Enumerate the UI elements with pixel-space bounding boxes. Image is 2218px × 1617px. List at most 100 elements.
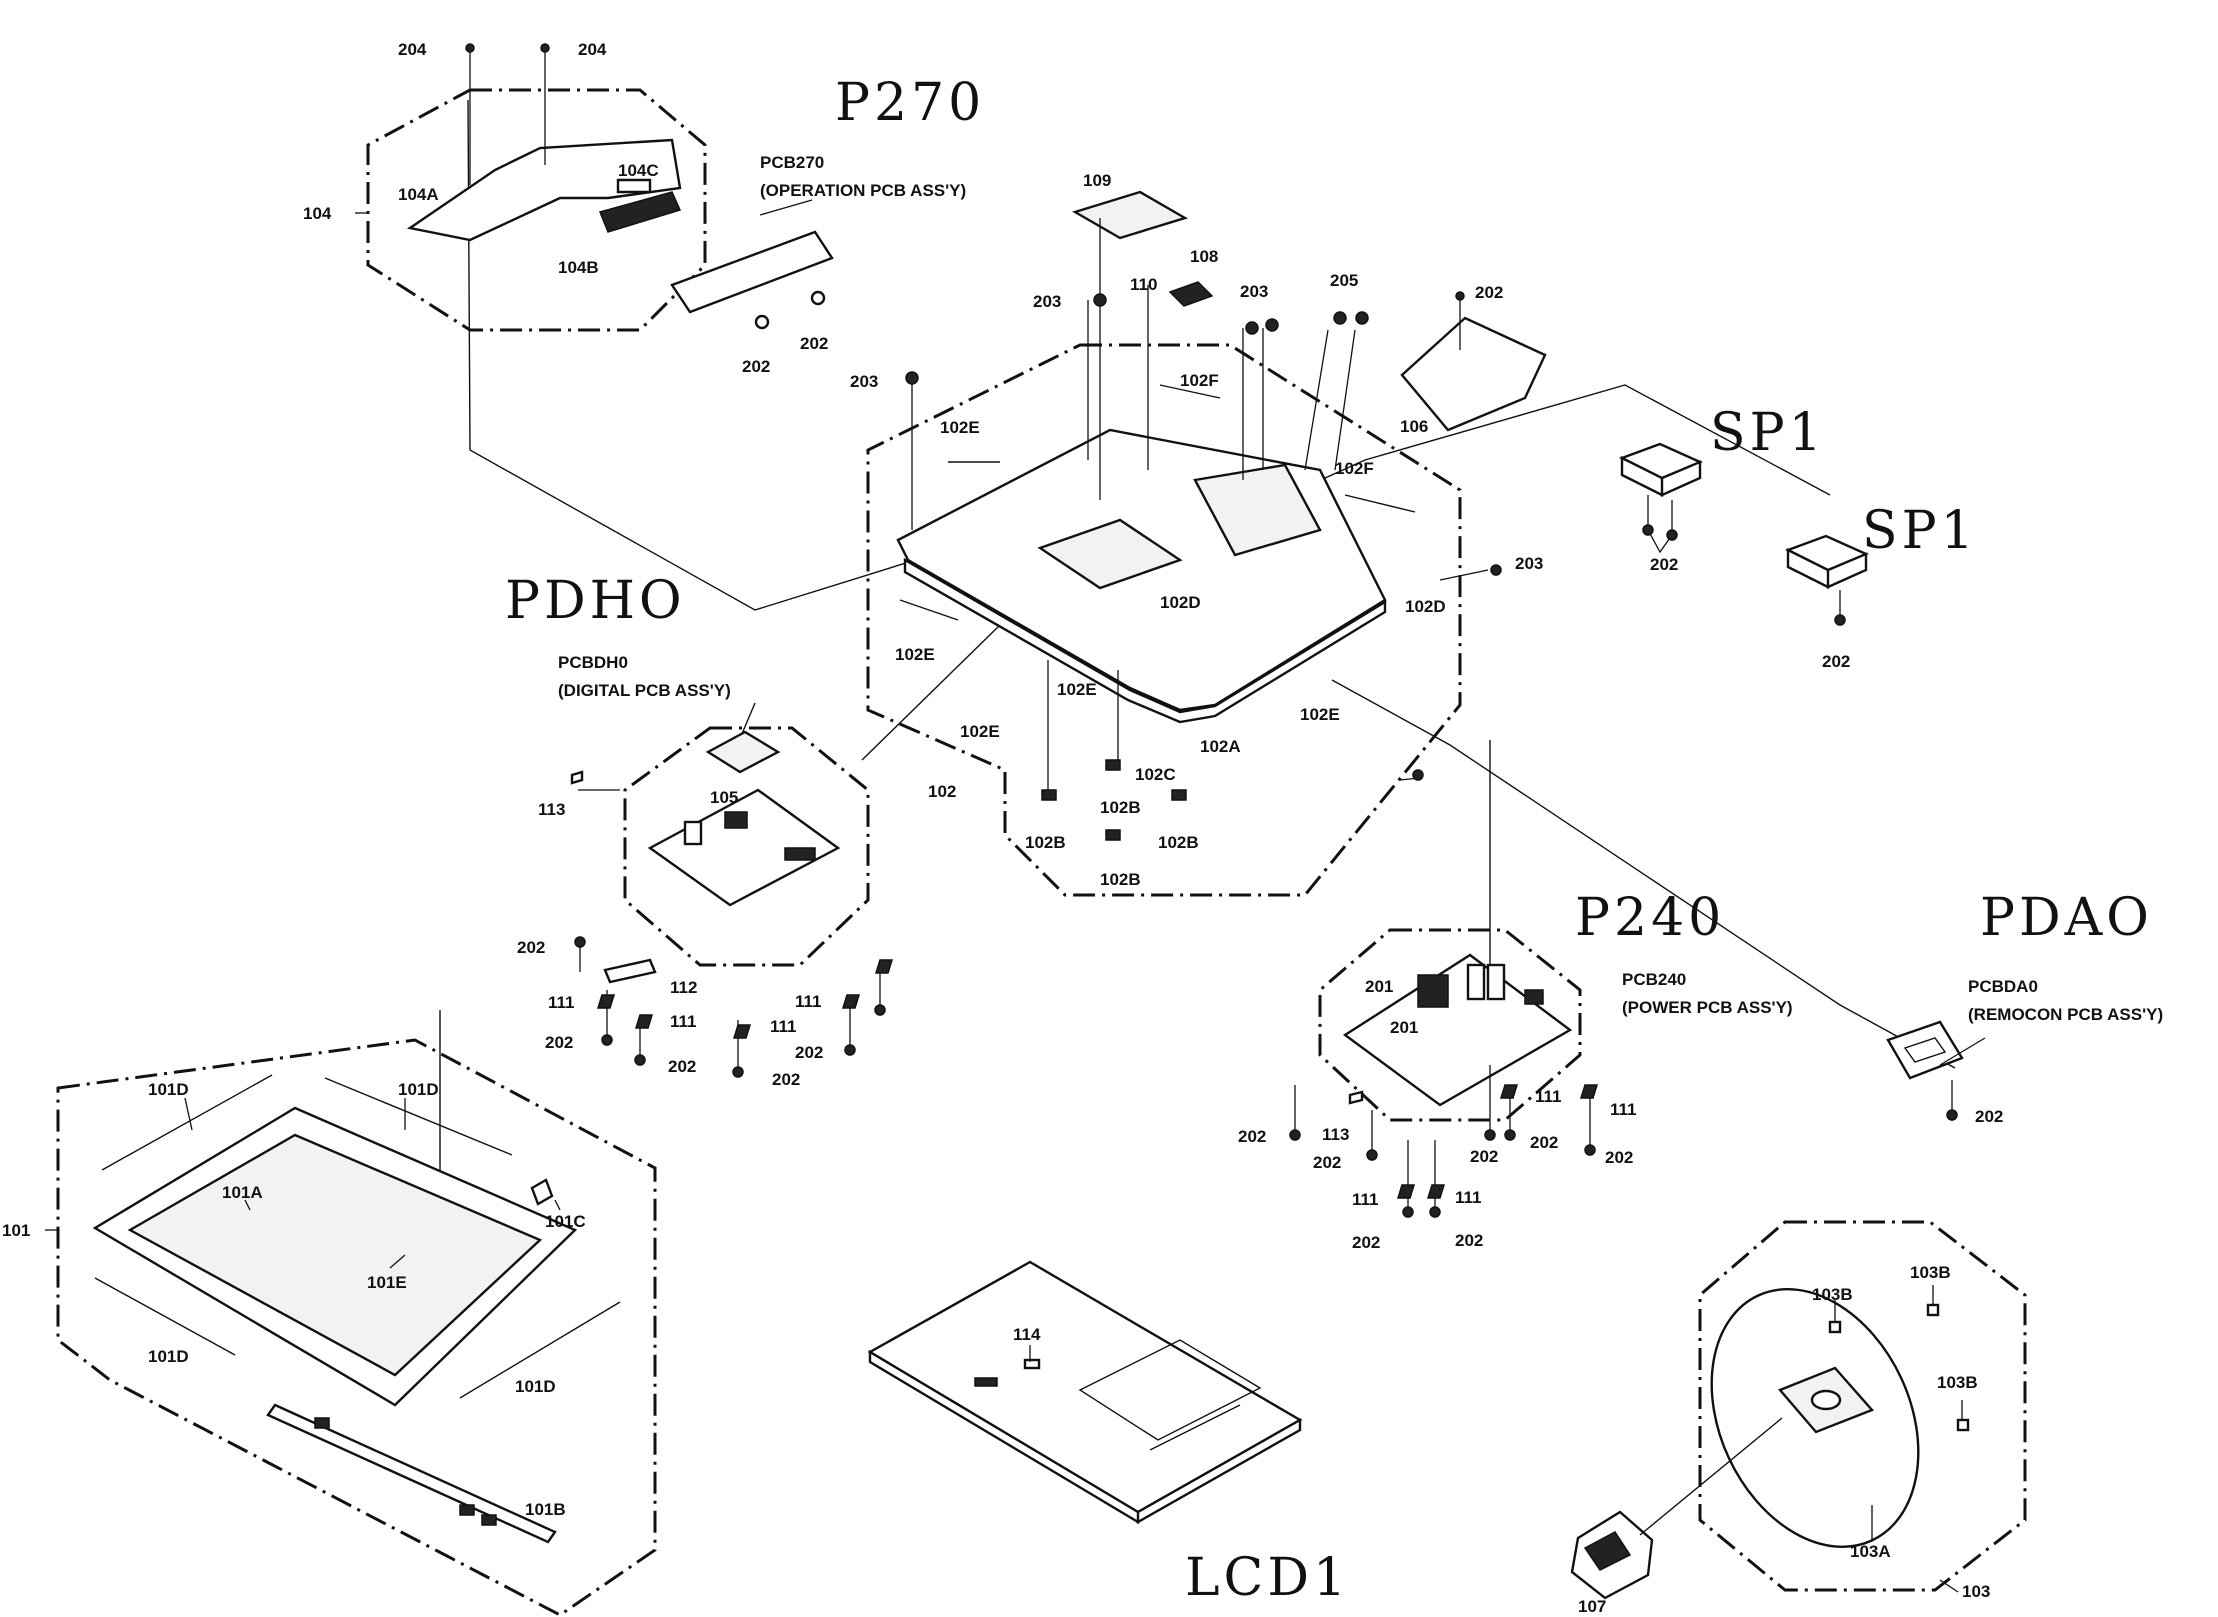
group-label-pda0: PDAO — [1980, 888, 2153, 948]
callout-202-sp1-b: 202 — [1822, 652, 1850, 671]
callout-103b-top: 103B — [1910, 1263, 1951, 1282]
callout-102e-left: 102E — [895, 645, 935, 664]
part-113-clip — [570, 770, 584, 785]
part-101c-hinge — [530, 1178, 554, 1206]
callout-111-p240-d: 111 — [1455, 1188, 1482, 1207]
group-label-lcd1: LCD1 — [1185, 1548, 1350, 1608]
speaker-sp1-a — [1618, 442, 1704, 497]
callout-111-p240-c: 111 — [1352, 1190, 1379, 1209]
group-label-pdh0: PDHO — [505, 571, 686, 631]
callout-111-pdh0-c: 111 — [770, 1017, 797, 1036]
group-p240 — [1289, 928, 1599, 1218]
callout-101e: 101E — [367, 1273, 407, 1292]
callout-102e-right: 102E — [1300, 705, 1340, 724]
callout-202-pdh0-d: 202 — [772, 1070, 800, 1089]
callout-202-p240-e: 202 — [1605, 1148, 1633, 1167]
callout-201-bottom: 201 — [1390, 1018, 1418, 1037]
cabinet-vent-panel — [1037, 518, 1183, 590]
callout-101d-top-right: 101D — [398, 1080, 439, 1099]
callout-202-p240-d: 202 — [1530, 1133, 1558, 1152]
callout-102b-bottom: 102B — [1100, 870, 1141, 889]
callout-107: 107 — [1578, 1597, 1606, 1616]
callout-202-p270-left: 202 — [742, 357, 770, 376]
group-101-front-cabinet — [45, 1038, 657, 1617]
callout-203-pair: 203 — [1240, 282, 1268, 301]
callout-109: 109 — [1083, 171, 1111, 190]
callout-104a: 104A — [398, 185, 439, 204]
callout-202-p270-right: 202 — [800, 334, 828, 353]
callout-103: 103 — [1962, 1582, 1990, 1601]
callout-203-left: 203 — [850, 372, 878, 391]
callout-101d-bottom-left: 101D — [148, 1347, 189, 1366]
callout-202-pdh0-c: 202 — [668, 1057, 696, 1076]
pcb270-board — [670, 230, 834, 314]
part-101b-strip — [266, 1403, 557, 1544]
part-112-bracket — [603, 958, 657, 984]
group-102-rear-cabinet — [866, 190, 1547, 897]
callout-205: 205 — [1330, 271, 1358, 290]
cabinet-terminal-area — [1193, 463, 1322, 557]
group-103-stand — [1570, 1220, 2027, 1600]
callout-102d-right: 102D — [1405, 597, 1446, 616]
pcbdh0-name-label: (DIGITAL PCB ASS'Y) — [558, 681, 731, 700]
cabinet-rim — [903, 557, 1387, 724]
pcbdh0-code-label: PCBDH0 — [558, 653, 628, 672]
part-104c-label — [616, 178, 652, 194]
callout-204-left: 204 — [398, 40, 427, 59]
callout-202-p240-c: 202 — [1470, 1147, 1498, 1166]
rear-cabinet-boundary — [866, 343, 1462, 897]
callout-104c: 104C — [618, 161, 659, 180]
callout-102a: 102A — [1200, 737, 1241, 756]
callout-104: 104 — [303, 204, 332, 223]
clamp-111-e — [874, 959, 894, 974]
p240-boundary — [1318, 928, 1582, 1122]
callout-101d-bottom-right: 101D — [515, 1377, 556, 1396]
part-104-bracket — [406, 138, 682, 242]
callout-102c: 102C — [1135, 765, 1176, 784]
group-pda0 — [1886, 1020, 1986, 1121]
callout-105: 105 — [710, 788, 738, 807]
callout-101d-top-left: 101D — [148, 1080, 189, 1099]
speaker-sp1-b — [1784, 534, 1870, 589]
part-104b-connector — [598, 191, 682, 233]
clamp-111-b — [634, 1014, 654, 1029]
clamp-111-d — [841, 994, 861, 1009]
callout-102: 102 — [928, 782, 956, 801]
callout-110: 110 — [1130, 275, 1157, 294]
callout-203-top: 203 — [1033, 292, 1061, 311]
callout-113-pdh0: 113 — [538, 800, 565, 819]
part-108-plate — [1168, 281, 1214, 307]
callout-108: 108 — [1190, 247, 1218, 266]
group-p270 — [355, 43, 834, 332]
pcb240-code-label: PCB240 — [1622, 970, 1686, 989]
callout-106: 106 — [1400, 417, 1428, 436]
callout-103a: 103A — [1850, 1542, 1891, 1561]
callout-202-106: 202 — [1475, 283, 1503, 302]
callout-102e-bottom: 102E — [1057, 680, 1097, 699]
callout-101c: 101C — [545, 1212, 586, 1231]
callout-112: 112 — [670, 978, 697, 997]
group-label-p270: P270 — [835, 73, 985, 133]
callout-202-p240-g: 202 — [1455, 1231, 1483, 1250]
stand-boundary — [1698, 1220, 2027, 1592]
clamp-111-a — [596, 994, 616, 1009]
group-lcd1 — [867, 1260, 1303, 1525]
callout-202-p240-b: 202 — [1313, 1153, 1341, 1172]
callout-102d-center: 102D — [1160, 593, 1201, 612]
callout-104b: 104B — [558, 258, 599, 277]
callout-102b-left: 102B — [1025, 833, 1066, 852]
callout-101b: 101B — [525, 1500, 566, 1519]
callout-201-top: 201 — [1365, 977, 1393, 996]
callout-102b-right: 102B — [1158, 833, 1199, 852]
callout-202-pdh0-e: 202 — [795, 1043, 823, 1062]
pcbdh0-board — [647, 788, 841, 907]
part-106-cover — [1400, 316, 1547, 432]
part-101a-window — [127, 1133, 543, 1377]
group-sp1 — [1618, 442, 1870, 626]
callout-111-pdh0-a: 111 — [548, 993, 575, 1012]
callout-102f-right: 102F — [1335, 459, 1374, 478]
part-109-sheet — [1072, 190, 1188, 240]
callout-204-right: 204 — [578, 40, 607, 59]
pcb240-name-label: (POWER PCB ASS'Y) — [1622, 998, 1793, 1017]
callout-102e-top: 102E — [940, 418, 980, 437]
